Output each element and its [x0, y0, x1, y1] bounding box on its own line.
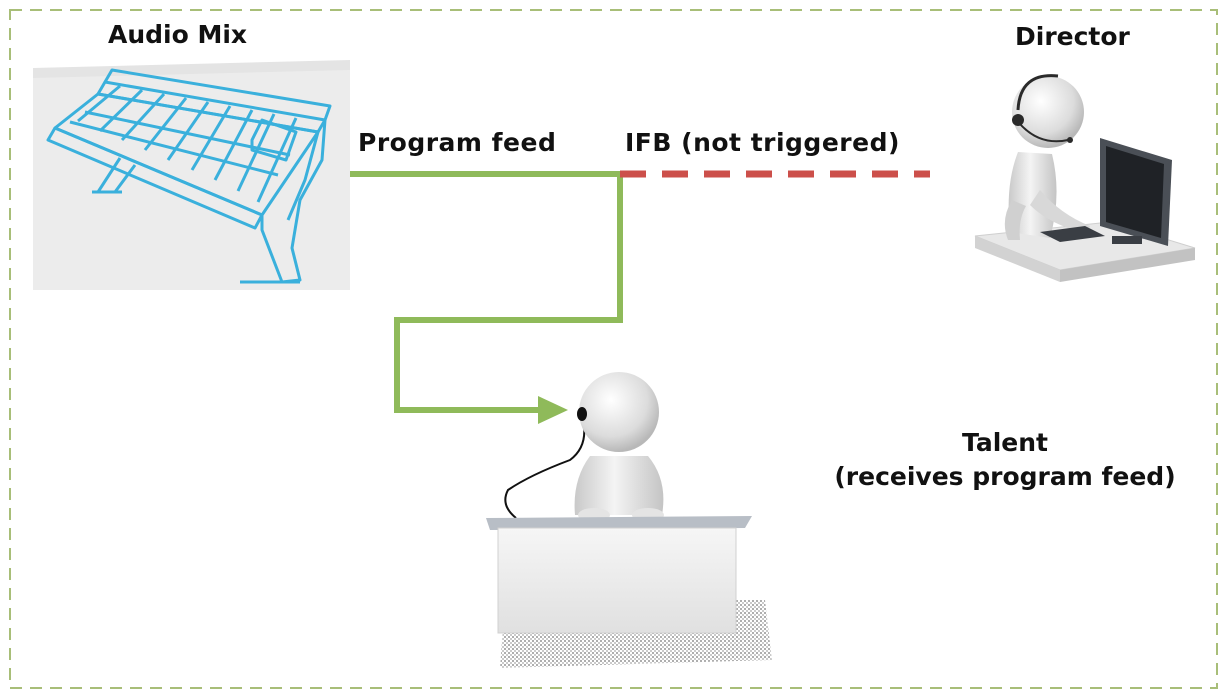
talent-at-desk-icon	[486, 372, 772, 668]
program-feed-label: Program feed	[358, 128, 557, 157]
ifb-label: IFB (not triggered)	[625, 128, 900, 157]
frame-border	[9, 9, 1218, 689]
program-feed-line	[350, 171, 623, 413]
talent-label-group: Talent (receives program feed)	[820, 426, 1190, 494]
audio-mix-label: Audio Mix	[108, 20, 248, 49]
talent-note-label: (receives program feed)	[834, 462, 1176, 491]
arrow-head-icon	[538, 396, 568, 424]
director-label: Director	[1015, 22, 1130, 51]
director-at-computer-icon	[974, 74, 1196, 282]
talent-label: Talent	[962, 428, 1048, 457]
audio-console-icon	[33, 60, 350, 290]
